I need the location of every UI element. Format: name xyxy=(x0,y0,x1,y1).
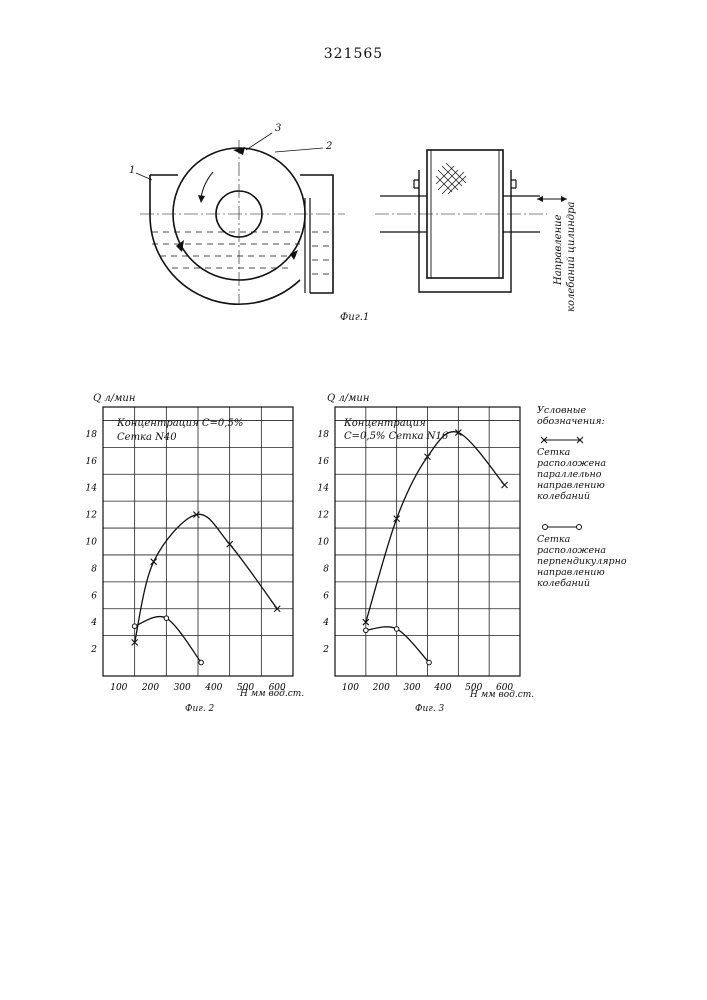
fig3-note-2: С=0,5% Сетка N16 xyxy=(344,431,448,442)
series-line xyxy=(366,432,505,623)
y-tick-label: 12 xyxy=(86,511,98,521)
y-tick-label: 2 xyxy=(322,645,329,655)
legend: Условные обозначения: Сетка расположена … xyxy=(537,405,647,589)
x-marker-point xyxy=(502,482,508,488)
y-tick-label: 16 xyxy=(318,457,330,467)
x-tick-label: 200 xyxy=(372,683,390,693)
fig2-note-2: Сетка N40 xyxy=(117,432,177,443)
circle-marker-point xyxy=(427,660,432,665)
y-tick-label: 8 xyxy=(323,564,329,574)
legend-x-marker xyxy=(541,433,587,447)
fig2-caption: Фиг. 2 xyxy=(185,704,214,714)
circle-marker-point xyxy=(364,628,369,633)
y-tick-label: 4 xyxy=(90,618,97,628)
y-tick-label: 12 xyxy=(318,511,330,521)
fig2-xlabel: H мм вод.ст. xyxy=(240,689,304,699)
x-tick-label: 100 xyxy=(342,683,359,693)
circle-marker-point xyxy=(199,660,204,665)
series-line xyxy=(135,617,202,663)
y-tick-label: 16 xyxy=(86,457,98,467)
y-tick-label: 8 xyxy=(91,564,97,574)
fig3-xlabel: H мм вод.ст. xyxy=(470,690,534,700)
y-tick-label: 6 xyxy=(323,591,329,601)
series-line xyxy=(135,514,277,642)
y-tick-label: 2 xyxy=(90,645,97,655)
circle-marker-point xyxy=(132,624,137,629)
fig3-caption: Фиг. 3 xyxy=(415,704,444,714)
y-tick-label: 14 xyxy=(86,484,98,494)
series-line xyxy=(366,627,429,663)
charts: 1002003004005006002468101214161810020030… xyxy=(0,0,707,760)
fig3-note-1: Концентрация xyxy=(344,418,426,429)
fig2-ylabel: Q л/мин xyxy=(93,393,135,404)
circle-marker-point xyxy=(164,616,169,621)
y-tick-label: 6 xyxy=(91,591,97,601)
x-marker-point xyxy=(151,559,157,565)
circle-marker-point xyxy=(394,627,399,632)
y-tick-label: 10 xyxy=(86,538,98,548)
y-tick-label: 18 xyxy=(318,430,330,440)
x-tick-label: 400 xyxy=(433,683,451,693)
y-tick-label: 14 xyxy=(318,484,330,494)
x-tick-label: 400 xyxy=(204,683,222,693)
fig2-note-1: Концентрация С=0,5% xyxy=(117,418,243,429)
x-tick-label: 300 xyxy=(403,683,420,693)
x-tick-label: 200 xyxy=(141,683,159,693)
y-tick-label: 4 xyxy=(322,618,329,628)
y-tick-label: 18 xyxy=(86,430,98,440)
fig3-ylabel: Q л/мин xyxy=(327,393,369,404)
y-tick-label: 10 xyxy=(318,538,330,548)
legend-circle-marker xyxy=(541,520,587,534)
x-tick-label: 100 xyxy=(110,683,127,693)
x-tick-label: 300 xyxy=(174,683,191,693)
